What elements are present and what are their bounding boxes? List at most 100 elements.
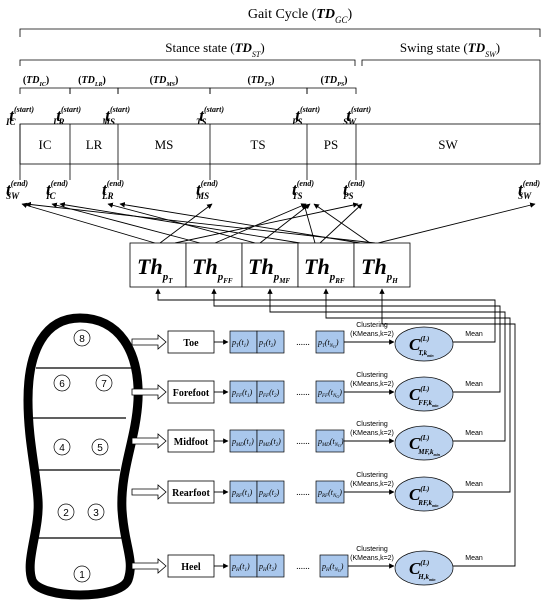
- region-label-toe: Toe: [183, 338, 199, 349]
- sub-phase-label-ms: (TDMS): [150, 75, 179, 88]
- region-label-midfoot: Midfoot: [174, 437, 209, 448]
- cluster-center-node-heel: [394, 550, 454, 586]
- cluster-center-label-rearfoot: C(L)RF,kmin: [409, 485, 439, 508]
- pressure-cell-t2-text-midfoot: pMD(t2): [258, 437, 281, 448]
- start-marker-sw: t(start)SW: [343, 105, 371, 127]
- kmeans-label-forefoot: (KMeans,k=2): [350, 381, 394, 388]
- sub-phase-label-lr: (TDLR): [78, 75, 106, 88]
- sub-phase-brackets: [19, 87, 357, 94]
- gait-cycle-title: Gait Cycle (TDGC): [248, 7, 353, 25]
- kmeans-label-toe: (KMeans,k=2): [350, 331, 394, 338]
- region-label-rearfoot: Rearfoot: [172, 488, 210, 499]
- region-label-forefoot: Forefoot: [173, 388, 210, 399]
- region-hollow-arrows: [131, 334, 167, 574]
- pressure-cell-t2-rearfoot: [256, 480, 285, 504]
- sensor-7-label: 7: [101, 379, 107, 390]
- pressure-cell-t1-text-toe: pT(t1): [231, 338, 249, 349]
- sensor-6-label: 6: [59, 379, 65, 390]
- insole-sensor-map: [23, 313, 143, 600]
- sensor-8-icon: [73, 329, 91, 347]
- end-marker-sw-first: t(end)SW: [6, 179, 28, 201]
- pressure-cell-t2-toe: [256, 330, 285, 354]
- cluster-center-node-rearfoot: [394, 476, 454, 512]
- start-marker-ts: t(start)TS: [196, 105, 224, 127]
- sub-phase-label-ps: (TDPS): [320, 75, 347, 88]
- end-marker-ts: t(end)TS: [292, 179, 314, 201]
- end-marker-lr: t(end)LR: [101, 179, 124, 201]
- pressure-cell-tn-text-rearfoot: pRF(tNG): [317, 488, 342, 499]
- ellipsis-rearfoot: ......: [296, 487, 310, 497]
- mean-label-toe: Mean: [465, 331, 483, 338]
- threshold-connector-arrows: [21, 201, 536, 244]
- pressure-cell-tn-text-heel: pH(tNG): [321, 562, 344, 573]
- pressure-cell-t1-text-heel: pH(t1): [231, 562, 250, 573]
- gait-cycle-bracket: [19, 28, 541, 37]
- phase-cell-ts: TS: [250, 137, 265, 152]
- mean-label-midfoot: Mean: [465, 430, 483, 437]
- ellipsis-forefoot: ......: [296, 387, 310, 397]
- sensor-2-label: 2: [63, 508, 69, 519]
- end-marker-ms: t(end)MS: [195, 179, 218, 201]
- sub-phase-label-ic: (TDIC): [23, 75, 49, 88]
- swing-title: Swing state (TDSW): [400, 40, 500, 59]
- pressure-cell-t2-forefoot: [256, 380, 285, 404]
- sensor-4-icon: [53, 438, 71, 456]
- ellipsis-heel: ......: [296, 561, 310, 571]
- threshold-rearfoot: ThpRF: [304, 254, 345, 285]
- start-marker-lr: t(start)LR: [52, 105, 81, 127]
- ellipsis-midfoot: ......: [296, 436, 310, 446]
- phase-cell-ps: PS: [324, 137, 338, 152]
- start-marker-ic: t(start)IC: [5, 105, 34, 127]
- sensor-1-label: 1: [79, 570, 85, 581]
- threshold-forefoot: ThpFF: [192, 254, 233, 285]
- pressure-cell-tn-text-forefoot: pFF(tNG): [317, 388, 342, 399]
- swing-bracket: [361, 59, 541, 124]
- pressure-cell-t2-midfoot: [256, 429, 285, 453]
- start-marker-ps: t(start)PS: [292, 105, 320, 127]
- pressure-cell-t2-text-heel: pH(t2): [258, 562, 277, 573]
- sensor-1-icon: [73, 565, 91, 583]
- region-label-heel: Heel: [181, 562, 201, 573]
- sensor-8-label: 8: [79, 334, 85, 345]
- pressure-cell-t2-heel: [256, 554, 285, 578]
- pressure-cell-t1-text-rearfoot: pRF(t1): [231, 488, 253, 499]
- cluster-center-node-forefoot: [394, 376, 454, 412]
- cluster-center-label-toe: C(L)T,kmin: [409, 335, 434, 358]
- clustering-label-forefoot: Clustering: [356, 372, 388, 379]
- region-rows: Toe pT(t1) pT(t2)...... pT(tNG) Clustering (K…: [167, 322, 488, 586]
- sensor-3-label: 3: [93, 508, 99, 519]
- ellipsis-toe: ......: [296, 337, 310, 347]
- clustering-label-midfoot: Clustering: [356, 421, 388, 428]
- mean-label-rearfoot: Mean: [465, 481, 483, 488]
- threshold-heel: ThpH: [361, 254, 398, 285]
- cluster-center-label-heel: C(L)H,kmin: [409, 559, 436, 582]
- mean-feedback-lines: [155, 288, 516, 567]
- cluster-center-node-midfoot: [394, 425, 454, 461]
- cluster-center-label-midfoot: C(L)MF,kmin: [409, 434, 441, 457]
- clustering-label-heel: Clustering: [356, 546, 388, 553]
- kmeans-label-rearfoot: (KMeans,k=2): [350, 481, 394, 488]
- mean-label-heel: Mean: [465, 555, 483, 562]
- sensor-6-icon: [53, 374, 71, 392]
- clustering-label-rearfoot: Clustering: [356, 472, 388, 479]
- phase-cell-sw: SW: [438, 137, 458, 152]
- phase-row: [19, 123, 541, 180]
- threshold-midfoot: ThpMF: [248, 254, 290, 285]
- start-marker-ms: t(start)MS: [101, 105, 130, 127]
- sensor-5-label: 5: [97, 443, 103, 454]
- pressure-cell-t1-text-forefoot: pFF(t1): [231, 388, 253, 399]
- threshold-row: [129, 242, 411, 288]
- cluster-center-node-toe: [394, 326, 454, 362]
- sensor-7-icon: [95, 374, 113, 392]
- pressure-cell-t2-text-toe: pT(t2): [258, 338, 276, 349]
- phase-cell-ms: MS: [155, 137, 174, 152]
- phase-cell-lr: LR: [86, 137, 103, 152]
- end-marker-ps: t(end)PS: [343, 179, 365, 201]
- sub-phase-label-ts: (TDTS): [247, 75, 274, 88]
- pressure-cell-tn-text-toe: pT(tNG): [317, 338, 339, 349]
- sensor-4-label: 4: [59, 443, 65, 454]
- sensor-2-icon: [57, 503, 75, 521]
- pressure-cell-t2-text-forefoot: pFF(t2): [258, 388, 280, 399]
- cluster-center-label-forefoot: C(L)FF,kmin: [409, 385, 439, 408]
- mean-label-forefoot: Mean: [465, 381, 483, 388]
